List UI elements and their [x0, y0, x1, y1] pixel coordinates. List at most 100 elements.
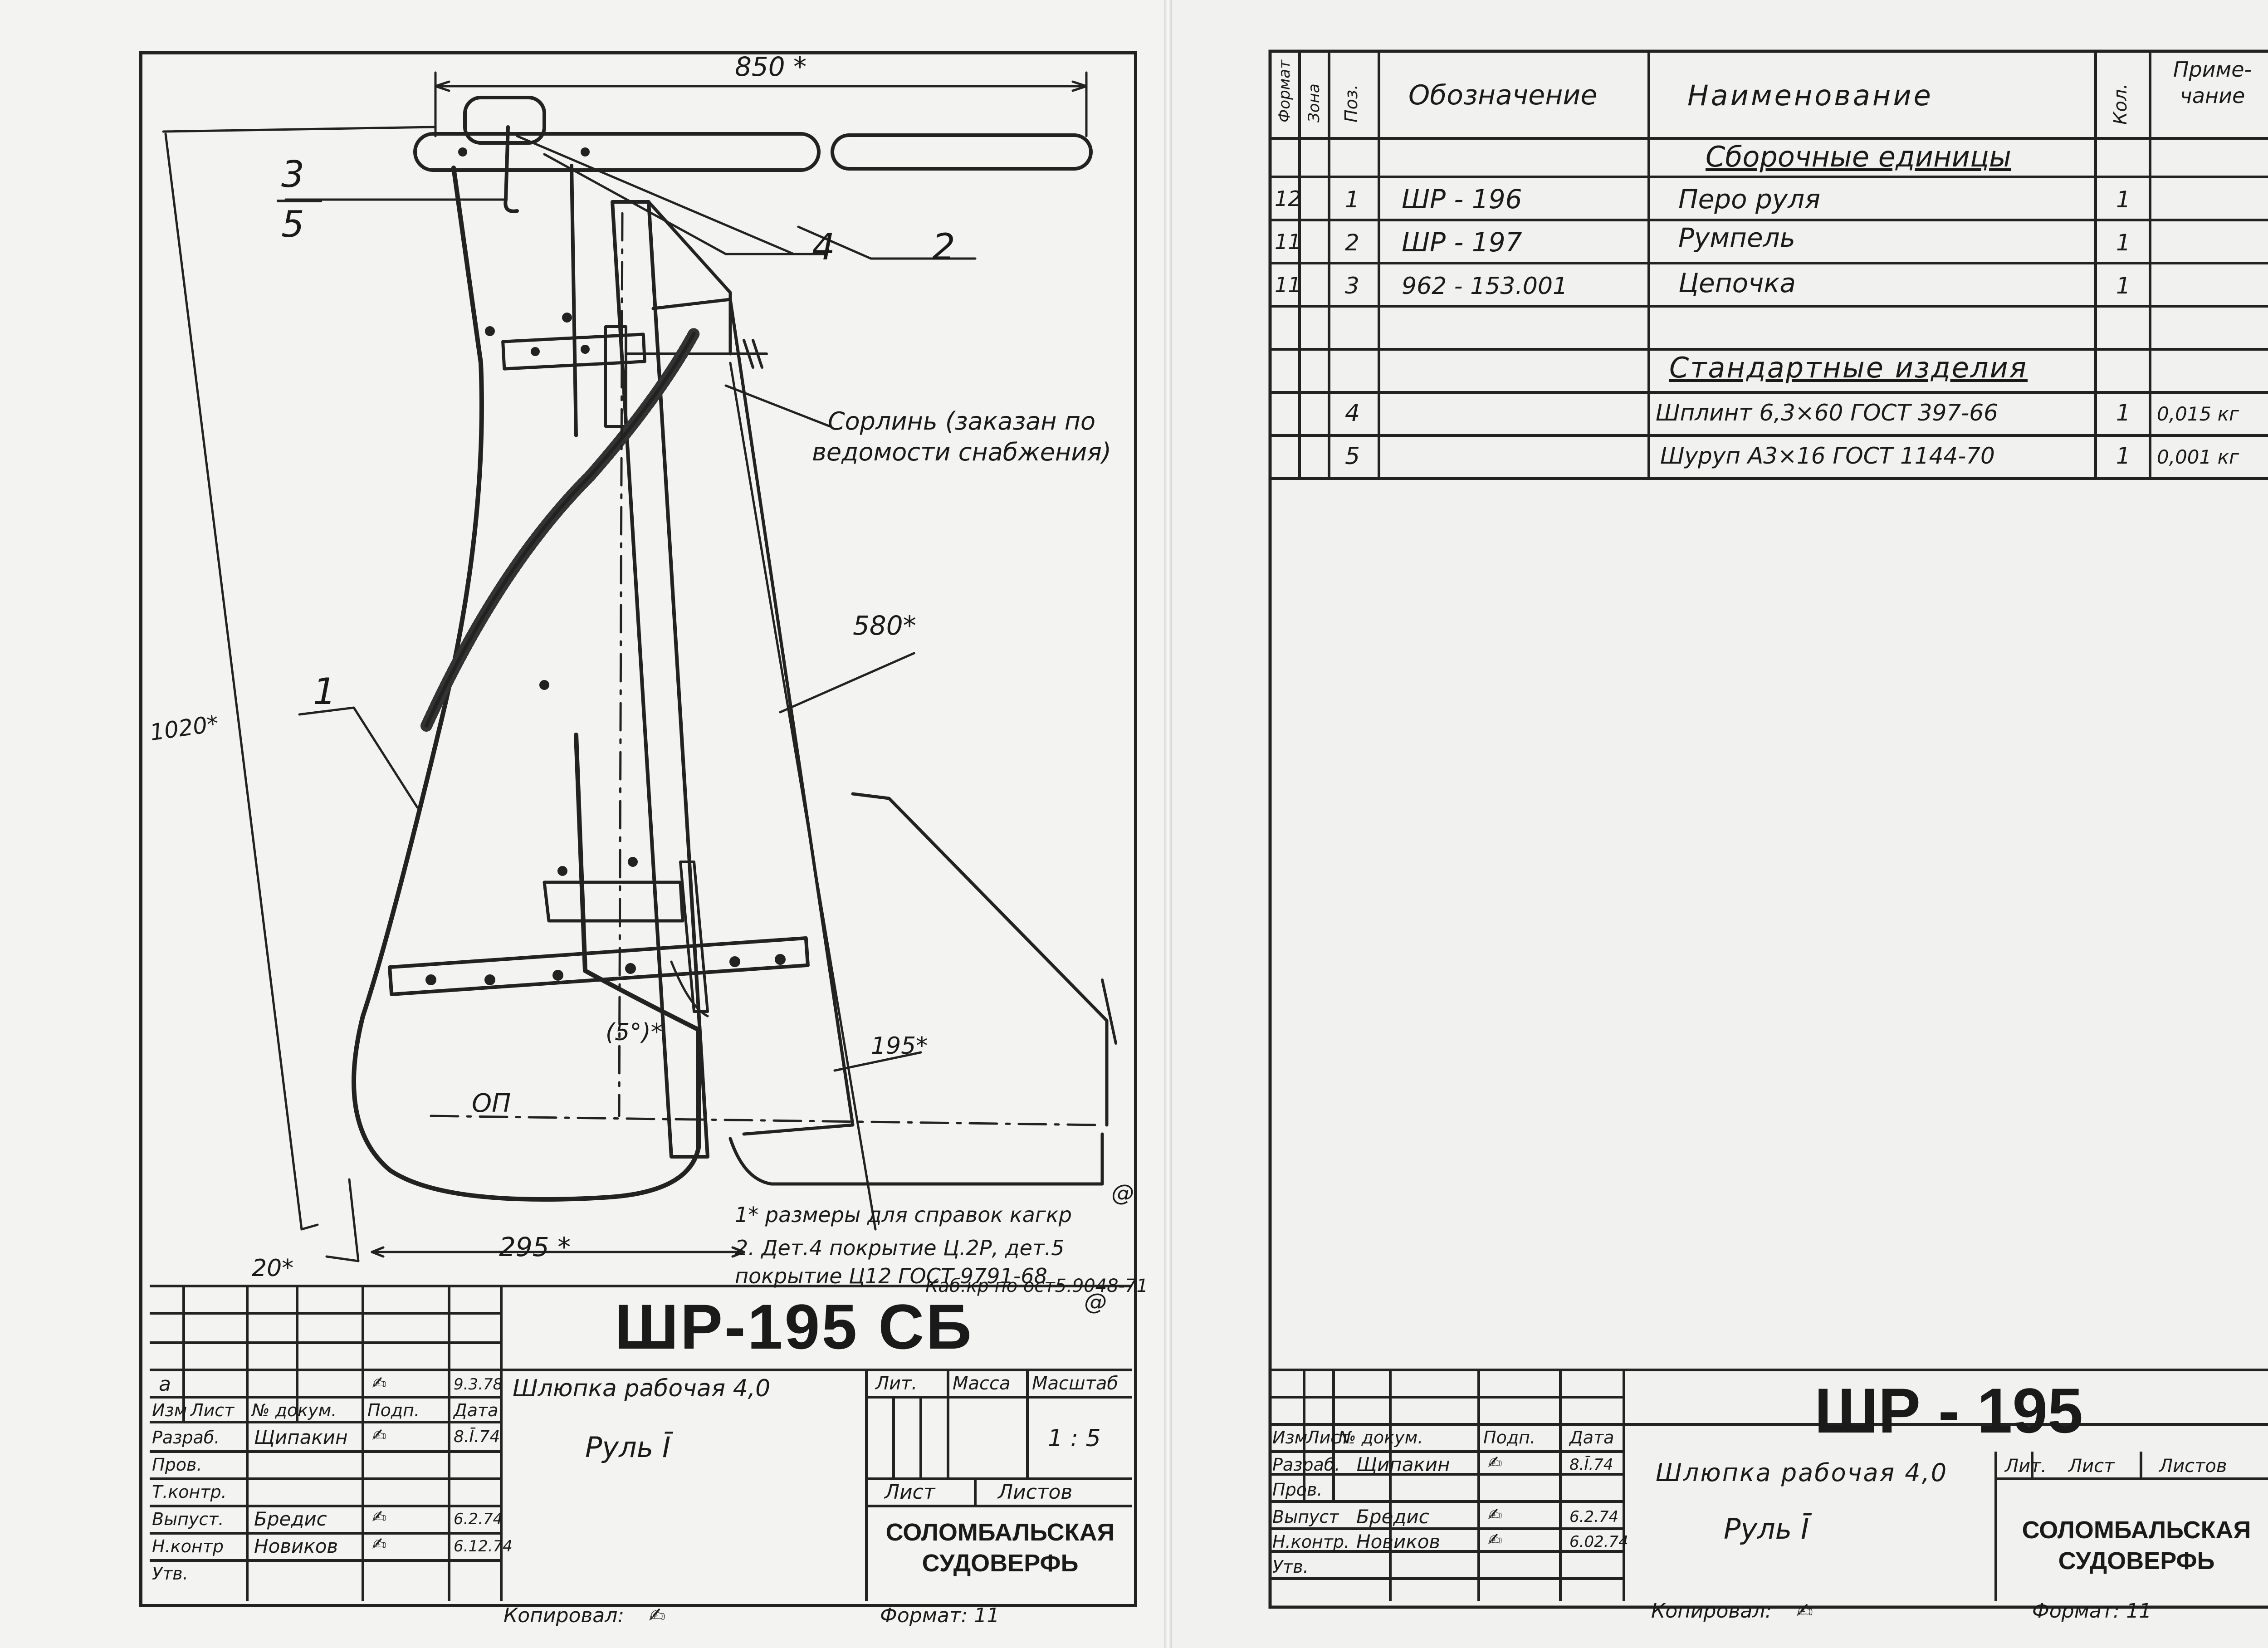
- leader-pos3: 3: [281, 153, 304, 196]
- sheet-fold: [1164, 0, 1172, 1648]
- assembly-3-designation: 962 - 153.001: [1402, 273, 1568, 300]
- right-name-1: Щипакин: [1356, 1453, 1450, 1476]
- left-mass-label: Масса: [953, 1373, 1011, 1394]
- left-role-5: Н.контр: [152, 1536, 224, 1556]
- right-role-5: Утв.: [1272, 1557, 1309, 1577]
- leader-pos3-pos5-divider: [277, 200, 322, 202]
- right-lit-label: Лит.: [2005, 1456, 2047, 1477]
- right-organization: СОЛОМБАЛЬСКАЯ СУДОВЕРФЬ: [2022, 1516, 2251, 1575]
- standard-1-pos: 4: [1345, 400, 1360, 427]
- left-role-2: Пров.: [152, 1455, 202, 1475]
- dim-295: 295 *: [499, 1232, 571, 1262]
- left-lit-label: Лит.: [875, 1373, 918, 1394]
- standard-2-note: 0,001 кг: [2157, 446, 2239, 468]
- assembly-2-qty: 1: [2116, 230, 2131, 256]
- standard-2-pos: 5: [1345, 443, 1360, 470]
- right-signature-3: ✍: [1488, 1530, 1502, 1550]
- left-name-4: Бредис: [254, 1508, 327, 1530]
- left-role-1: Разраб.: [152, 1428, 220, 1448]
- left-role-4: Выпуст.: [152, 1509, 224, 1529]
- section-assemblies: Сборочные единицы: [1706, 140, 2012, 173]
- leader-pos1: 1: [313, 670, 336, 713]
- left-organization: СОЛОМБАЛЬСКАЯ СУДОВЕРФЬ: [885, 1519, 1115, 1577]
- assembly-1-designation: ШР - 196: [1402, 184, 1522, 215]
- left-header-doc: № докум.: [252, 1400, 337, 1420]
- left-scale-value: 1 : 5: [1048, 1425, 1101, 1452]
- right-sheet-label: Лист: [2068, 1456, 2115, 1477]
- left-copied-label: Копировал:: [503, 1604, 625, 1627]
- right-sheets-label: Листов: [2159, 1456, 2227, 1477]
- right-header-date: Дата: [1569, 1428, 1614, 1448]
- assembly-3-name: Цепочка: [1678, 268, 1796, 298]
- right-header-list: Лист: [1306, 1428, 1350, 1448]
- left-signature-3: ✍: [372, 1534, 386, 1554]
- spec-header-note: Приме-чание: [2173, 57, 2252, 108]
- left-signature-1: ✍: [372, 1425, 386, 1445]
- left-date-5: 6.12.74: [454, 1537, 513, 1555]
- right-date-3: 6.2.74: [1569, 1508, 1619, 1526]
- right-format-label: Формат: 11: [2032, 1599, 2152, 1623]
- assembly-1-name: Перо руля: [1678, 184, 1821, 215]
- right-role-3: Выпуст: [1272, 1507, 1339, 1527]
- right-copied-label: Копировал:: [1651, 1599, 1772, 1623]
- dim-angle: (5°)*: [606, 1019, 663, 1046]
- left-part: Руль Ī: [585, 1431, 671, 1464]
- standard-2-qty: 1: [2116, 443, 2131, 469]
- left-header-sign: Подп.: [367, 1400, 420, 1420]
- right-date-4: 6.02.74: [1569, 1533, 1628, 1551]
- left-format-label: Формат: 11: [880, 1604, 1000, 1627]
- standard-1-qty: 1: [2116, 400, 2131, 426]
- left-scale-label: Масштаб: [1032, 1373, 1119, 1394]
- right-role-1: Разраб.: [1272, 1455, 1340, 1475]
- section-standard: Стандартные изделия: [1669, 351, 2028, 384]
- right-part: Руль Ī: [1724, 1512, 1809, 1545]
- right-header-sign: Подп.: [1483, 1428, 1536, 1448]
- left-header-date: Дата: [454, 1400, 499, 1420]
- right-name-3: Бредис: [1356, 1506, 1429, 1528]
- left-product: Шлюпка рабочая 4,0: [513, 1375, 771, 1402]
- spec-header-name: Наименование: [1687, 79, 1933, 112]
- left-designation: ШР-195 СБ: [615, 1291, 973, 1362]
- left-signature-rev: ✍: [372, 1373, 386, 1393]
- standard-1-name: Шплинт 6,3×60 ГОСТ 397-66: [1656, 400, 1998, 426]
- spec-header-designation: Обозначение: [1408, 79, 1598, 111]
- right-copied-signature: ✍: [1796, 1599, 1813, 1623]
- left-date-4: 6.2.74: [454, 1510, 503, 1528]
- left-role-3: Т.контр.: [152, 1482, 227, 1502]
- assembly-1-format: 12: [1275, 186, 1301, 211]
- left-date-1: 8.Ī.74: [454, 1428, 500, 1446]
- baseline-label: ОП: [472, 1089, 511, 1118]
- right-signature-2: ✍: [1488, 1505, 1502, 1525]
- right-role-2: Пров.: [1272, 1480, 1323, 1500]
- left-rev-letter: а: [159, 1373, 171, 1396]
- left-rev-date: 9.3.78: [454, 1375, 503, 1394]
- leader-pos4: 4: [812, 226, 835, 268]
- dim-overall-width: 850 *: [735, 51, 807, 82]
- right-signature-1: ✍: [1488, 1452, 1502, 1472]
- assembly-3-format: 11: [1275, 273, 1301, 297]
- assembly-2-pos: 2: [1345, 230, 1359, 256]
- note-line-2: 2. Дет.4 покрытие Ц.2Р, дет.5 покрытие Ц…: [735, 1236, 1065, 1289]
- at-mark-2: @: [1084, 1289, 1107, 1315]
- standard-2-name: Шуруп А3×16 ГОСТ 1144-70: [1660, 443, 1995, 469]
- spec-header-qty: Кол.: [2110, 83, 2131, 125]
- assembly-3-pos: 3: [1345, 273, 1359, 299]
- left-header-list: Лист: [191, 1400, 235, 1420]
- right-header-izm: Изм: [1272, 1428, 1308, 1448]
- leader-pos5: 5: [281, 203, 304, 245]
- note-line-3: Каб.кр по ост5.9048-71: [925, 1276, 1148, 1296]
- left-copied-signature: ✍: [649, 1604, 665, 1627]
- left-sheet-label: Лист: [885, 1481, 935, 1504]
- dim-195: 195*: [871, 1032, 928, 1060]
- left-signature-2: ✍: [372, 1507, 386, 1527]
- assembly-1-pos: 1: [1345, 186, 1359, 213]
- spec-header-pos: Поз.: [1341, 84, 1361, 122]
- right-name-4: Новиков: [1356, 1531, 1441, 1553]
- dim-580: 580*: [853, 610, 916, 641]
- at-mark-1: @: [1111, 1180, 1134, 1206]
- left-frame: [139, 51, 1137, 1607]
- note-line-1: 1* размеры для справок кагкр: [735, 1203, 1072, 1227]
- left-name-5: Новиков: [254, 1535, 338, 1557]
- assembly-3-qty: 1: [2116, 273, 2131, 299]
- right-date-1: 8.Ī.74: [1569, 1456, 1613, 1474]
